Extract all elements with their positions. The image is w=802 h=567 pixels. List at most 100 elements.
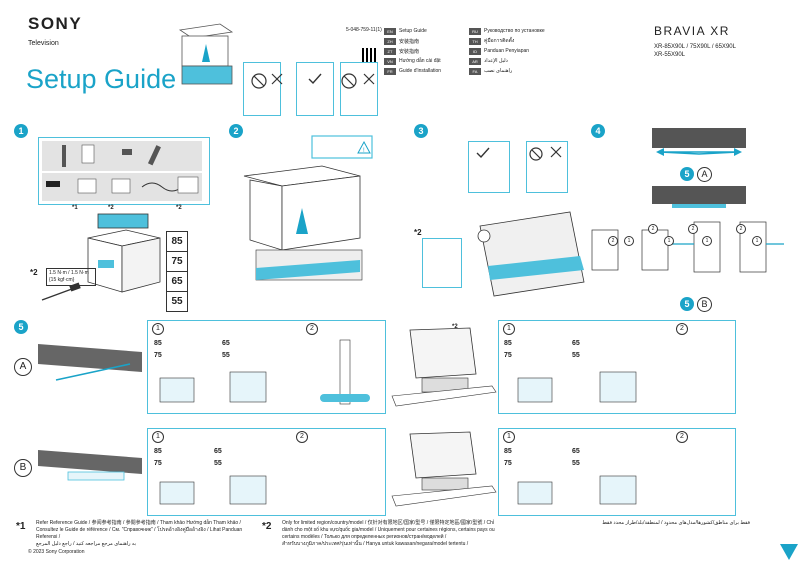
footnote-mark: *2 xyxy=(108,205,114,211)
size-55: 55 xyxy=(572,352,580,359)
substep-num: 2 xyxy=(648,224,658,234)
substep-num: 2 xyxy=(736,224,746,234)
screwdriver-icon xyxy=(41,282,81,301)
substep-1: 1 xyxy=(152,431,164,443)
footnote-mark: *1 xyxy=(16,521,26,532)
footnote-2: Only for limited region/country/model / … xyxy=(282,520,504,548)
tv-front-illustration-b xyxy=(38,450,142,481)
footnote-mark: *2 xyxy=(30,268,38,277)
substep-num: 1 xyxy=(664,236,674,246)
substep-2: 2 xyxy=(676,431,688,443)
tv-top-illustration xyxy=(652,128,746,156)
handling-panel xyxy=(340,62,378,116)
check-icon xyxy=(308,73,322,85)
cross-icon xyxy=(363,73,375,85)
substep-2: 2 xyxy=(676,323,688,335)
size-list: 85 75 65 55 xyxy=(166,231,188,312)
size-85: 85 xyxy=(504,340,512,347)
stand-post-illustration xyxy=(320,339,370,405)
copyright: © 2023 Sony Corporation xyxy=(28,549,85,555)
size-65: 65 xyxy=(167,272,187,292)
lang-code: RU xyxy=(469,27,481,35)
footnote-2-rtl: فقط برای مناطق/کشورها/مدل‌های محدود / لم… xyxy=(602,520,750,526)
lang-label: 安裝指南 xyxy=(399,48,420,55)
stand-foot-illustration xyxy=(517,371,637,403)
substep-num: 1 xyxy=(702,236,712,246)
lang-label: Руководство по установке xyxy=(484,28,545,34)
step-number-2: 2 xyxy=(229,124,243,138)
lang-label: Setup Guide xyxy=(399,28,427,34)
handling-panel xyxy=(243,62,281,116)
size-75: 75 xyxy=(504,460,512,467)
lang-code: VN xyxy=(384,57,396,65)
lang-code: ZT xyxy=(384,47,396,55)
variant-label-b: B xyxy=(14,459,32,477)
tv-front-illustration-a xyxy=(38,344,142,381)
models-line: XR-85X90L / 75X90L / 65X90L xyxy=(654,44,736,50)
lang-label: 安装指南 xyxy=(399,38,420,45)
size-75: 75 xyxy=(504,352,512,359)
lang-code: ZH xyxy=(384,37,396,45)
footnote-1-text: Refer Reference Guide / 参阅参考指南 / 參閱參考指南 … xyxy=(36,520,243,540)
tv-box-illustration xyxy=(87,213,161,293)
lift-method-panel xyxy=(526,141,568,193)
lang-code: EN xyxy=(384,27,396,35)
size-85: 85 xyxy=(504,448,512,455)
variant-label-a: A xyxy=(14,358,32,376)
series-logo: BRAVIA XR xyxy=(654,24,730,38)
size-55: 55 xyxy=(222,352,230,359)
footnote-1-text-rtl: به راهنمای مرجع مراجعه کنید / راجع دليل … xyxy=(36,541,136,547)
lang-code: TH xyxy=(469,37,481,45)
stand-foot-illustration xyxy=(159,475,267,505)
size-55: 55 xyxy=(214,460,222,467)
footnote-mark: *2 xyxy=(452,324,458,330)
size-85: 85 xyxy=(167,232,187,252)
substep-1: 1 xyxy=(503,431,515,443)
step-number-3: 3 xyxy=(414,124,428,138)
substep-2: 2 xyxy=(296,431,308,443)
substep-1: 1 xyxy=(503,323,515,335)
lang-label: Guide d'installation xyxy=(399,68,442,74)
corner-mark-icon xyxy=(780,544,798,560)
accessories-illustration xyxy=(42,141,202,201)
substep-num: 1 xyxy=(624,236,634,246)
svg-text:!: ! xyxy=(363,148,365,154)
unbox-illustration xyxy=(243,135,373,281)
size-75: 75 xyxy=(154,352,162,359)
lift-method-panel xyxy=(468,141,510,193)
check-icon xyxy=(476,147,490,159)
attach-stand-scene-b xyxy=(391,431,497,507)
lang-code: ID xyxy=(469,47,481,55)
footnote-mark: *2 xyxy=(176,205,182,211)
handling-panel xyxy=(296,62,334,116)
substep-num: 1 xyxy=(752,236,762,246)
lang-code: AR xyxy=(469,57,481,65)
cross-icon xyxy=(550,146,562,158)
goto-variant-a: A xyxy=(697,167,712,182)
stand-attach-illustration xyxy=(591,221,784,273)
tv-lay-illustration xyxy=(477,211,585,297)
size-85: 85 xyxy=(154,448,162,455)
size-55: 55 xyxy=(171,296,183,307)
attach-stand-scene-a xyxy=(391,327,497,407)
substep-num: 2 xyxy=(608,236,618,246)
size-65: 65 xyxy=(572,448,580,455)
size-55: 55 xyxy=(572,460,580,467)
lang-code: FR xyxy=(384,67,396,75)
size-65: 65 xyxy=(214,448,222,455)
prohibit-icon xyxy=(529,147,543,161)
footnote-2-text-extra: สำหรับบางภูมิภาค/ประเทศ/รุ่นเท่านั้น / H… xyxy=(282,541,469,547)
lang-code: FA xyxy=(469,67,481,75)
footnote-mark: *2 xyxy=(262,521,272,532)
stand-detail-panel xyxy=(422,238,462,288)
goto-step5: 5 xyxy=(680,297,694,311)
size-85: 85 xyxy=(154,340,162,347)
size-75: 75 xyxy=(167,252,187,272)
prohibit-icon xyxy=(251,73,267,89)
brand-logo: SONY xyxy=(28,14,83,33)
page-title: Setup Guide xyxy=(26,64,177,94)
size-65: 65 xyxy=(222,340,230,347)
step-number-4: 4 xyxy=(591,124,605,138)
stand-foot-illustration xyxy=(517,475,637,505)
